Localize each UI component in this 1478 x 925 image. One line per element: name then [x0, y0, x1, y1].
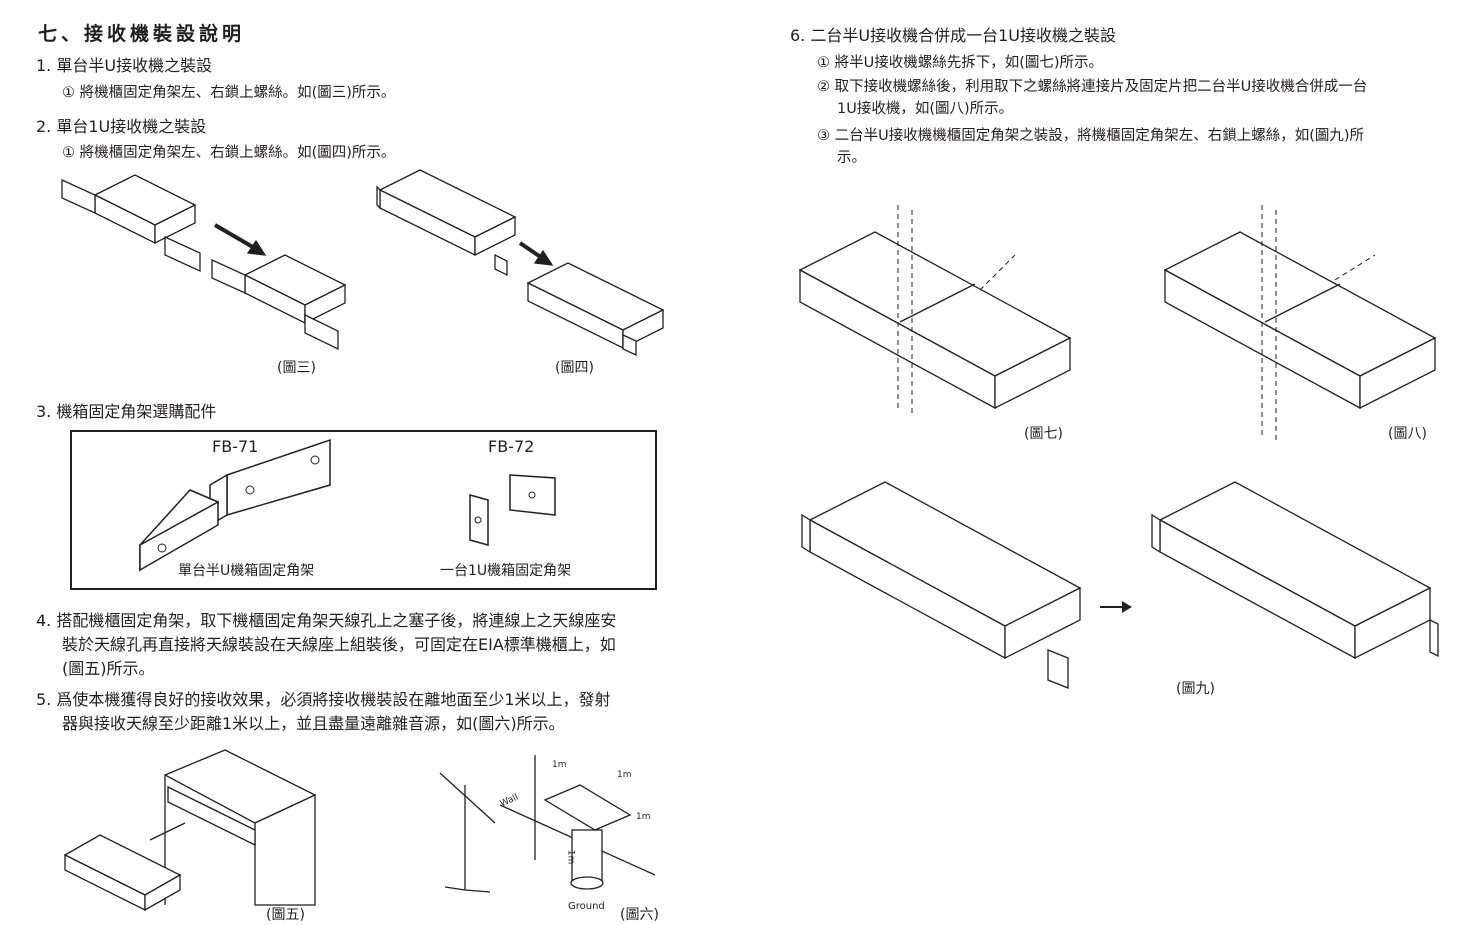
distance-label: 1m — [617, 770, 632, 780]
distance-label: 1m — [636, 812, 651, 822]
brackets-illustration — [139, 438, 556, 572]
section-6-step-3: ③ 二台半U接收機機櫃固定角架之裝設，將機櫃固定角架左、右鎖上螺絲，如(圖九)所… — [817, 125, 1364, 169]
section-4-line: 裝於天線孔再直接將天線裝設在天線座上組裝後，可固定在EIA標準機櫃上，如 — [62, 635, 616, 654]
figure-3-4-illustration — [61, 169, 665, 357]
section-4-line: (圖五)所示。 — [62, 659, 155, 678]
figure-9-caption: (圖九) — [1176, 681, 1215, 697]
step-3-line: ③ 二台半U接收機機櫃固定角架之裝設，將機櫃固定角架左、右鎖上螺絲，如(圖九)所 — [817, 128, 1365, 144]
page-title: 七、接收機裝設說明 — [38, 23, 246, 45]
figure-7-8-9-illustration — [798, 205, 1439, 689]
section-4-line: 4. 搭配機櫃固定角架，取下機櫃固定角架天線孔上之塞子後，將連線上之天線座安 — [36, 611, 617, 630]
section-4-text: 4. 搭配機櫃固定角架，取下機櫃固定角架天線孔上之塞子後，將連線上之天線座安 裝… — [36, 609, 616, 681]
figure-5-caption: (圖五) — [266, 907, 305, 923]
step-2-line: ② 取下接收機螺絲後，利用取下之螺絲將連接片及固定片把二台半U接收機合併成一台 — [817, 79, 1368, 95]
section-3-heading: 3. 機箱固定角架選購配件 — [36, 402, 217, 421]
figure-3-caption: (圖三) — [277, 360, 316, 376]
section-1-heading: 1. 單台半U接收機之裝設 — [36, 56, 213, 75]
step-3-line: 示。 — [837, 150, 866, 166]
fb72-label: FB-72 — [488, 437, 535, 456]
section-6-step-1: ① 將半U接收機螺絲先拆下，如(圖七)所示。 — [817, 55, 1104, 71]
figure-6-caption: (圖六) — [620, 907, 659, 923]
step-2-line: 1U接收機，如(圖八)所示。 — [837, 101, 1014, 117]
section-5-text: 5. 爲使本機獲得良好的接收效果，必須將接收機裝設在離地面至少1米以上，發射 器… — [36, 688, 611, 736]
ground-label: Ground — [568, 901, 605, 912]
section-5-line: 器與接收天線至少距離1米以上，並且盡量遠離雜音源，如(圖六)所示。 — [62, 714, 565, 733]
distance-label: 1m — [552, 760, 567, 770]
accessory-box — [70, 430, 657, 590]
figure-8-caption: (圖八) — [1388, 426, 1427, 442]
section-6-step-2: ② 取下接收機螺絲後，利用取下之螺絲將連接片及固定片把二台半U接收機合併成一台 … — [817, 76, 1367, 120]
fb72-caption: 一台1U機箱固定角架 — [440, 563, 572, 579]
section-1-step: ① 將機櫃固定角架左、右鎖上螺絲。如(圖三)所示。 — [62, 85, 396, 101]
distance-label: 1m — [565, 849, 576, 865]
fb71-caption: 單台半U機箱固定角架 — [178, 563, 315, 579]
figure-7-caption: (圖七) — [1024, 426, 1063, 442]
section-2-step: ① 將機櫃固定角架左、右鎖上螺絲。如(圖四)所示。 — [62, 145, 396, 161]
section-5-line: 5. 爲使本機獲得良好的接收效果，必須將接收機裝設在離地面至少1米以上，發射 — [36, 690, 611, 709]
section-2-heading: 2. 單台1U接收機之裝設 — [36, 117, 207, 136]
figure-4-caption: (圖四) — [555, 360, 594, 376]
figure-5-6-illustration — [63, 749, 656, 912]
section-6-heading: 6. 二台半U接收機合併成一台1U接收機之裝設 — [790, 26, 1116, 45]
fb71-label: FB-71 — [212, 437, 259, 456]
